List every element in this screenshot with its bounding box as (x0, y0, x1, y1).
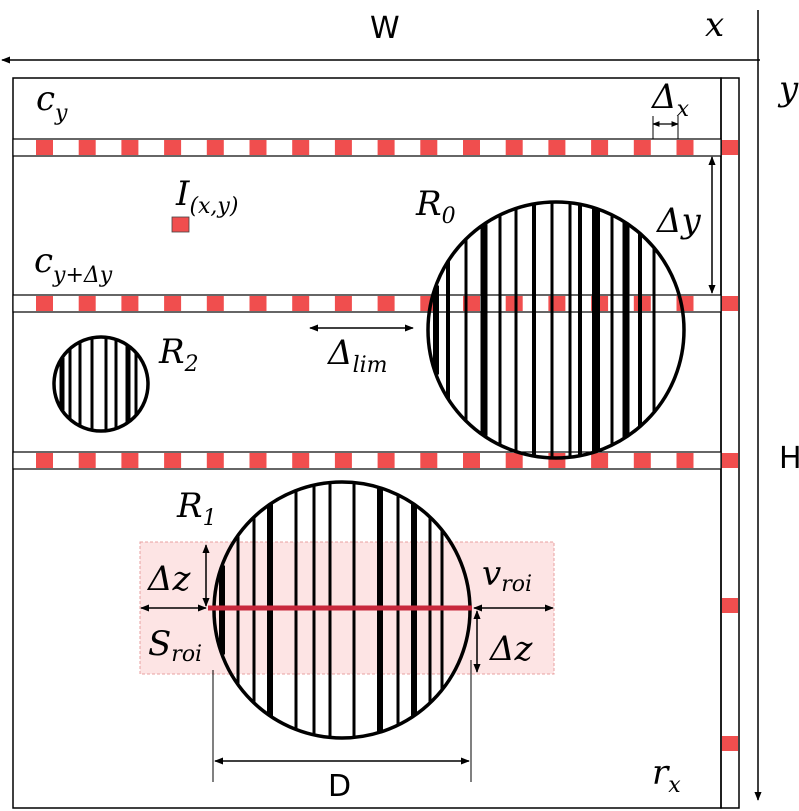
sample-point (36, 453, 53, 468)
sample-point (505, 140, 523, 155)
sample-point (591, 453, 609, 468)
sample-point (633, 296, 651, 311)
sample-point (292, 296, 310, 311)
sample-point (334, 296, 352, 311)
sample-point (377, 140, 395, 155)
v-roi-label: vroi (482, 554, 532, 597)
delta-z-left-label: Δz (146, 559, 192, 599)
sample-point (249, 140, 267, 155)
sample-point (633, 140, 651, 155)
D-label: D (328, 769, 351, 804)
sample-point (377, 453, 395, 468)
sample-point (377, 296, 395, 311)
sample-point (206, 140, 224, 155)
sample-point (292, 453, 310, 468)
sampling-rows (12, 138, 738, 751)
delta-x-label: Δx (650, 77, 690, 122)
core-R2 (52, 335, 150, 433)
sample-point (591, 140, 609, 155)
y-axis-label: y (777, 69, 799, 109)
x-axis-label: x (705, 5, 724, 45)
sample-point (121, 296, 139, 311)
column-sample-point (722, 598, 738, 613)
sample-point (164, 453, 182, 468)
sample-point (206, 453, 224, 468)
sample-point (420, 140, 438, 155)
sample-point (676, 453, 694, 468)
s-roi-label: Sroi (148, 624, 202, 667)
sampling-row (12, 138, 722, 157)
R2-label: R2 (158, 332, 199, 377)
sample-point (334, 140, 352, 155)
R1-label: R1 (176, 486, 217, 531)
sample-point (121, 140, 139, 155)
pixel-marker (171, 216, 190, 233)
sample-point (206, 296, 224, 311)
sample-point (36, 296, 53, 311)
sample-point (249, 453, 267, 468)
c-y-plus-dy-label: cy+Δy (34, 241, 113, 288)
delta-lim-label: Δlim (326, 333, 388, 378)
sample-point (548, 140, 566, 155)
sample-point (78, 453, 96, 468)
R0-label: R0 (415, 184, 456, 229)
sample-point (463, 140, 480, 155)
sample-point (505, 296, 523, 311)
delta-y-label: Δy (655, 201, 702, 241)
sample-point (463, 453, 480, 468)
c-y-label: cy (36, 79, 68, 126)
column-sample-point (722, 296, 738, 311)
sample-point (292, 140, 310, 155)
r-x-label: rx (652, 753, 681, 798)
sample-point (121, 453, 139, 468)
column-sample-point (722, 736, 738, 751)
sample-point (505, 453, 523, 468)
sample-point (676, 140, 694, 155)
sampling-row (12, 294, 722, 313)
sample-point (78, 140, 96, 155)
sample-point (334, 453, 352, 468)
sampling-row (12, 451, 722, 470)
sample-point (249, 296, 267, 311)
sample-point (164, 140, 182, 155)
H-label: H (779, 441, 799, 476)
sample-point (420, 453, 438, 468)
sample-point (164, 296, 182, 311)
sample-point (633, 453, 651, 468)
column-sample-point (722, 453, 738, 468)
column-strip (720, 77, 740, 809)
sample-point (78, 296, 96, 311)
W-label: W (370, 11, 400, 46)
pixel-label: I(x,y) (175, 174, 238, 219)
sample-point (36, 140, 53, 155)
delta-z-right-label: Δz (488, 629, 534, 669)
core-R0 (426, 200, 686, 460)
column-sample-point (722, 140, 738, 155)
